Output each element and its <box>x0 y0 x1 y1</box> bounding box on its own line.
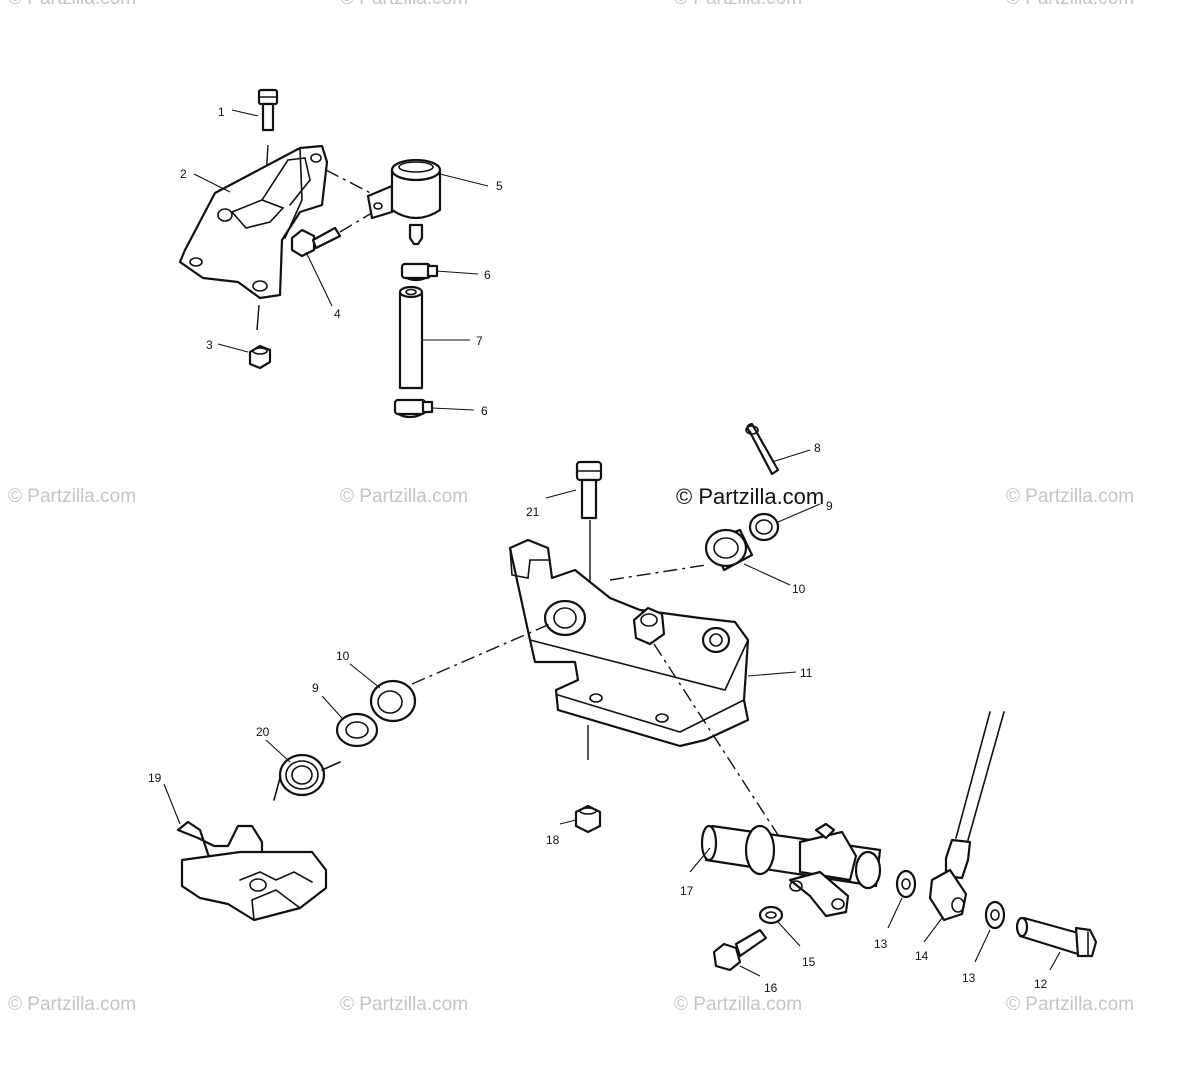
callout-19: 19 <box>148 771 162 785</box>
watermark-bottom-3: © Partzilla.com <box>674 994 803 1015</box>
callout-16: 16 <box>764 981 778 995</box>
callout-9-upper: 9 <box>826 499 833 513</box>
callout-10-lower: 10 <box>336 649 350 663</box>
callout-10-upper: 10 <box>792 582 806 596</box>
part-18-nut <box>574 804 602 834</box>
part-11-bracket <box>508 538 750 748</box>
watermark-bottom-4: © Partzilla.com <box>1006 994 1135 1015</box>
part-17-master-cylinder <box>700 822 882 918</box>
callout-18: 18 <box>546 833 560 847</box>
watermark-main: © Partzilla.com <box>676 484 825 509</box>
watermark-top-4: © Partzilla.com <box>1006 0 1134 10</box>
part-13-washer-right <box>984 900 1006 930</box>
callout-6-upper: 6 <box>484 268 491 282</box>
callout-12: 12 <box>1034 977 1048 991</box>
part-9-washer-lower <box>335 712 379 748</box>
callout-9-lower: 9 <box>312 681 319 695</box>
watermark-bottom-2: © Partzilla.com <box>340 994 469 1015</box>
part-16-bolt <box>712 928 768 972</box>
callout-5: 5 <box>496 179 503 193</box>
part-6-clamp-lower <box>393 398 434 419</box>
part-9-washer-upper <box>748 512 780 542</box>
leader-lines <box>163 109 1061 977</box>
watermark-mid-1: © Partzilla.com <box>8 486 137 507</box>
part-2-bracket <box>178 144 329 300</box>
watermark-mid-2: © Partzilla.com <box>340 486 469 507</box>
watermark-top-2: © Partzilla.com <box>340 0 468 10</box>
watermark-mid-4: © Partzilla.com <box>1006 486 1135 507</box>
callout-20: 20 <box>256 725 270 739</box>
callout-11: 11 <box>800 666 813 680</box>
part-21-bolt <box>575 460 603 520</box>
callout-14: 14 <box>915 949 929 963</box>
part-12-bolt <box>1015 916 1098 958</box>
watermark-top-1: © Partzilla.com <box>8 0 136 10</box>
callout-8: 8 <box>814 441 821 455</box>
part-10-bushing-upper <box>704 528 754 572</box>
part-6-clamp-upper <box>400 262 439 282</box>
callout-labels: 1 2 3 4 5 6 6 7 8 9 10 10 9 11 19 20 21 … <box>148 105 1048 995</box>
watermark-top-3: © Partzilla.com <box>674 0 802 10</box>
callout-13-left: 13 <box>874 937 888 951</box>
watermark-bottom-1: © Partzilla.com <box>8 994 137 1015</box>
callout-13-right: 13 <box>962 971 976 985</box>
part-4-bolt <box>290 226 342 258</box>
callout-15: 15 <box>802 955 816 969</box>
callout-7: 7 <box>476 334 483 348</box>
callout-6-lower: 6 <box>481 404 488 418</box>
callout-3: 3 <box>206 338 213 352</box>
callout-21: 21 <box>526 505 540 519</box>
callout-17: 17 <box>680 884 694 898</box>
part-20-spring <box>273 753 341 801</box>
callout-4: 4 <box>334 307 341 321</box>
part-19-pedal-arm <box>176 820 328 922</box>
part-5-reservoir <box>366 158 442 246</box>
part-8-cotter-pin <box>745 422 780 476</box>
part-10-bushing-lower <box>369 679 417 723</box>
part-1-bolt <box>257 88 279 132</box>
part-7-hose <box>398 285 424 390</box>
part-14-pushrod <box>928 711 1005 922</box>
callout-1: 1 <box>218 105 225 119</box>
part-15-washer <box>758 905 784 925</box>
part-13-washer-left <box>895 869 917 899</box>
callout-2: 2 <box>180 167 187 181</box>
part-3-nut <box>248 344 272 370</box>
